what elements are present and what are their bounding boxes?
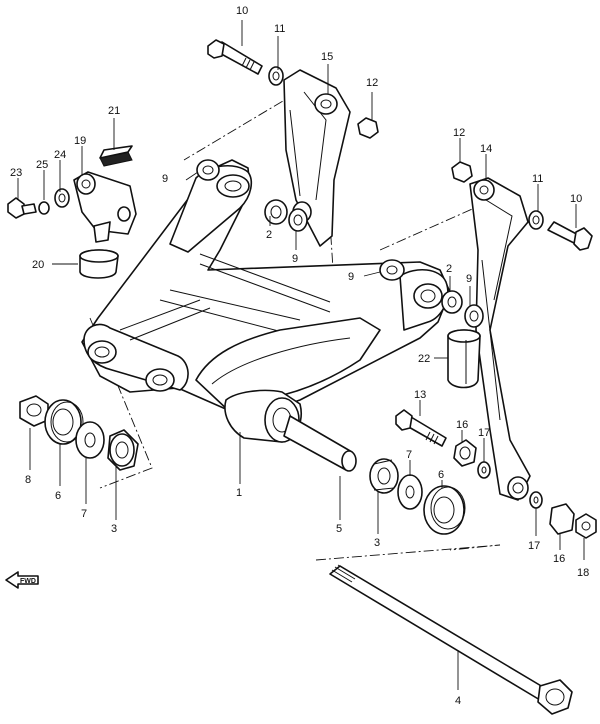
forward-arrow: FWD	[5, 571, 39, 589]
pivot-bolt	[329, 564, 573, 715]
callout-11-right: 11	[532, 173, 543, 185]
callout-25: 25	[36, 159, 48, 171]
left-link-plate	[196, 39, 379, 247]
callout-18: 18	[577, 567, 589, 579]
callout-6-left: 6	[55, 490, 61, 502]
cushion-bracket-assembly	[7, 145, 137, 279]
callout-5: 5	[336, 523, 342, 535]
callout-10: 10	[236, 5, 248, 17]
callout-9-left: 9	[292, 253, 298, 265]
lower-link-hardware	[395, 409, 597, 539]
left-pivot-hardware	[19, 395, 139, 471]
callout-8: 8	[25, 474, 31, 486]
callout-17-lower: 17	[528, 540, 540, 552]
callout-9-right-lower: 9	[466, 273, 472, 285]
right-link-rod	[379, 161, 593, 501]
callout-23: 23	[10, 167, 22, 179]
swing-arm	[81, 159, 451, 443]
pivot-sleeve	[283, 415, 357, 472]
callout-6-right: 6	[438, 469, 444, 481]
forward-label: FWD	[20, 578, 36, 585]
right-pivot-hardware	[369, 458, 466, 535]
callout-1: 1	[236, 487, 242, 499]
callout-2-right: 2	[446, 263, 452, 275]
callout-20: 20	[32, 259, 44, 271]
callout-9-right: 9	[348, 271, 354, 283]
callout-24: 24	[54, 149, 66, 161]
callout-12-right: 12	[453, 127, 465, 139]
callout-7-right: 7	[406, 449, 412, 461]
callout-2-left: 2	[266, 229, 272, 241]
callout-9-upper-left: 9	[162, 173, 168, 185]
callout-12: 12	[366, 77, 378, 89]
leader-lines	[17, 20, 585, 690]
callout-13: 13	[414, 389, 426, 401]
callout-16-lower: 16	[553, 553, 565, 565]
callout-labels: 10 11 15 12 21 19 24 25 23 9 2 9 20 12 1…	[10, 5, 589, 707]
callout-11: 11	[274, 23, 285, 35]
callout-15: 15	[321, 51, 333, 63]
callout-3-left: 3	[111, 523, 117, 535]
callout-19: 19	[74, 135, 86, 147]
callout-3-right: 3	[374, 537, 380, 549]
callout-10-right: 10	[570, 193, 582, 205]
callout-22: 22	[418, 353, 430, 365]
callout-16-upper: 16	[456, 419, 468, 431]
callout-17-upper: 17	[478, 427, 490, 439]
callout-7-left: 7	[81, 508, 87, 520]
callout-14: 14	[480, 143, 492, 155]
callout-4: 4	[455, 695, 461, 707]
callout-21: 21	[108, 105, 120, 117]
